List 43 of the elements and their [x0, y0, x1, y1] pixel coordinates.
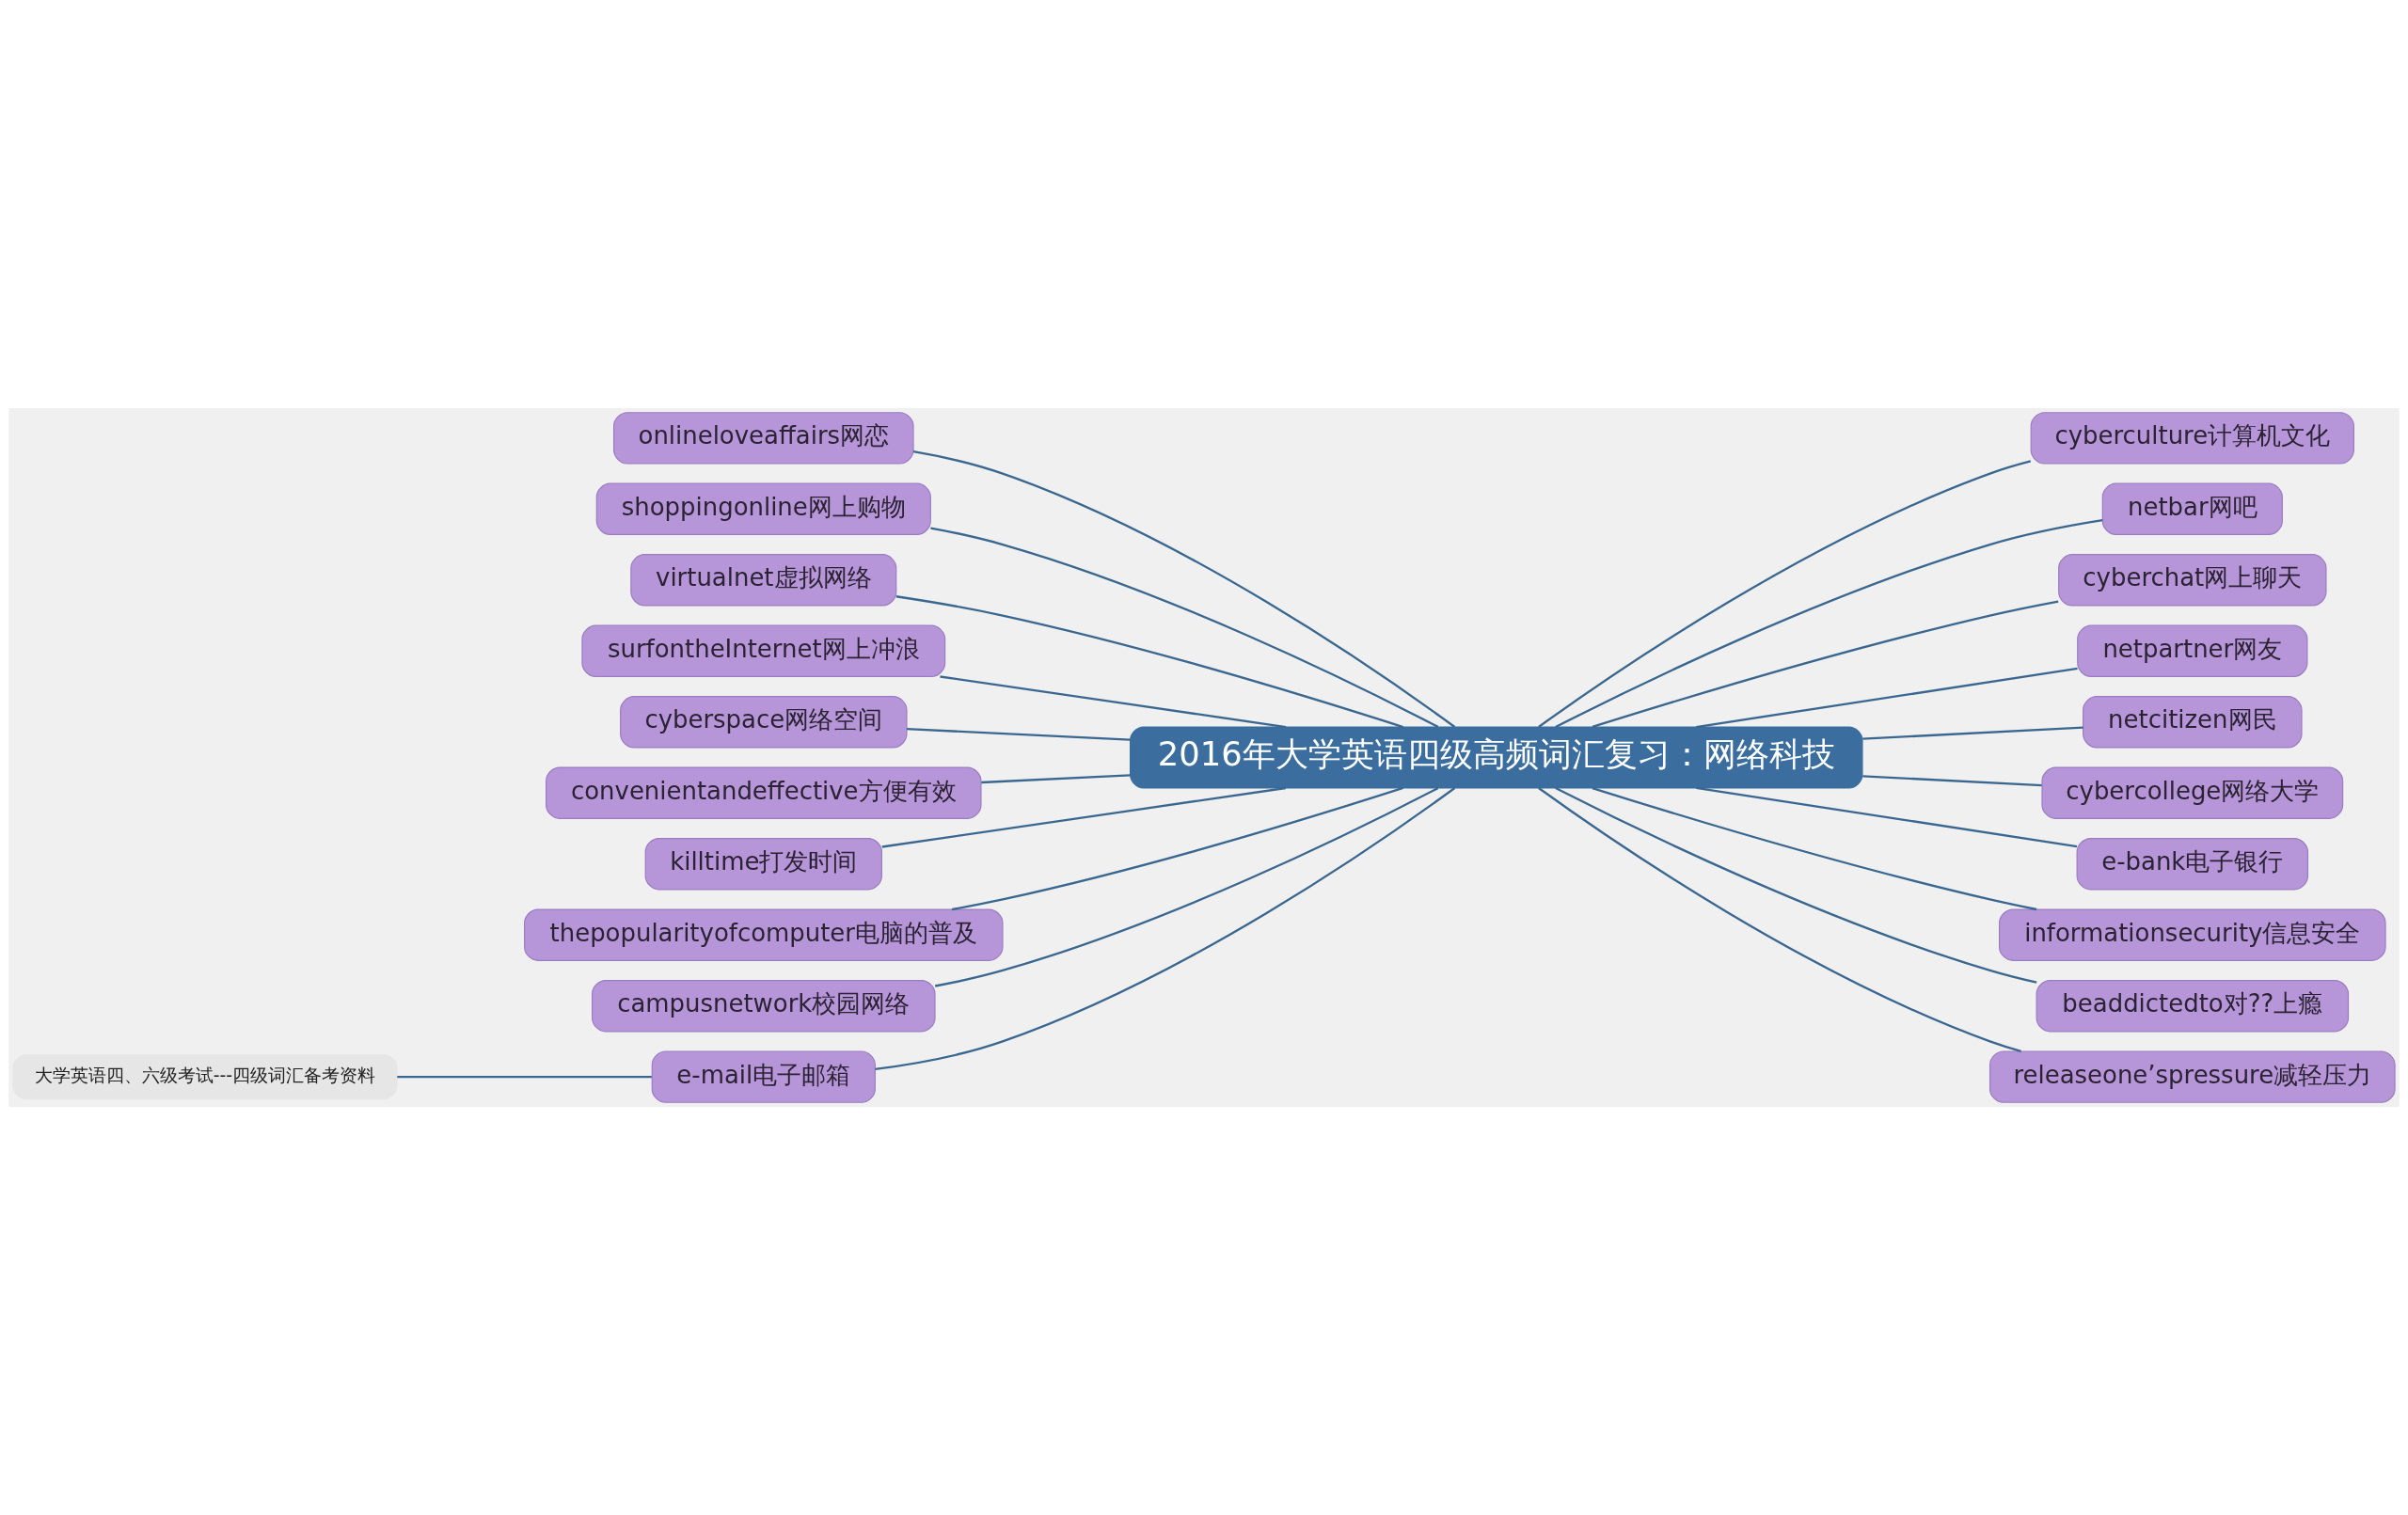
node-box: netbar网吧: [2101, 482, 2283, 536]
connector: [1555, 786, 2037, 984]
connector: [907, 727, 1131, 741]
node-box: 大学英语四、六级考试---四级词汇备考资料: [12, 1054, 398, 1100]
node-box: releaseone’spressure减轻压力: [1989, 1050, 2396, 1103]
connector: [1592, 786, 2037, 911]
connector: [397, 1076, 652, 1079]
connector: [912, 450, 1456, 728]
node-box: e-bank电子银行: [2076, 838, 2309, 891]
node-box: netpartner网友: [2077, 624, 2308, 677]
node-box: cybercollege网络大学: [2041, 766, 2344, 819]
node-box: beaddictedto对??上瘾: [2036, 979, 2350, 1033]
node-box: cyberspace网络空间: [620, 696, 908, 749]
connector: [940, 675, 1287, 729]
node-box: cyberchat网上聊天: [2058, 554, 2327, 607]
node-box: e-mail电子邮箱: [651, 1050, 876, 1103]
connector: [1538, 787, 2021, 1053]
node-box: surfontheInternet网上冲浪: [581, 624, 946, 677]
connector: [1538, 460, 2032, 728]
connector: [951, 786, 1403, 911]
connector: [1862, 726, 2083, 740]
connector: [981, 774, 1131, 784]
node-box: thepopularityofcomputer电脑的普及: [524, 908, 1004, 961]
connector: [1592, 600, 2059, 729]
connector: [895, 595, 1403, 729]
connector: [1696, 786, 2078, 848]
node-box: virtualnet虚拟网络: [630, 554, 897, 607]
connector: [1555, 518, 2103, 729]
connector: [930, 527, 1439, 728]
node-box: cyberculture计算机文化: [2030, 412, 2354, 465]
node-box: 2016年大学英语四级高频词汇复习：网络科技: [1130, 726, 1863, 789]
connector: [875, 787, 1456, 1071]
node-box: netcitizen网民: [2083, 696, 2303, 749]
connector: [934, 787, 1439, 987]
node-box: convenientandeffective方便有效: [546, 766, 982, 819]
node-box: onlineloveaffairs网恋: [613, 412, 914, 465]
node-box: campusnetwork校园网络: [592, 979, 936, 1033]
node-box: killtime打发时间: [644, 838, 882, 891]
connector: [1696, 667, 2078, 729]
connector: [1862, 775, 2042, 787]
node-box: shoppingonline网上购物: [595, 482, 931, 536]
connector: [881, 786, 1286, 848]
node-box: informationsecurity信息安全: [1999, 908, 2386, 961]
